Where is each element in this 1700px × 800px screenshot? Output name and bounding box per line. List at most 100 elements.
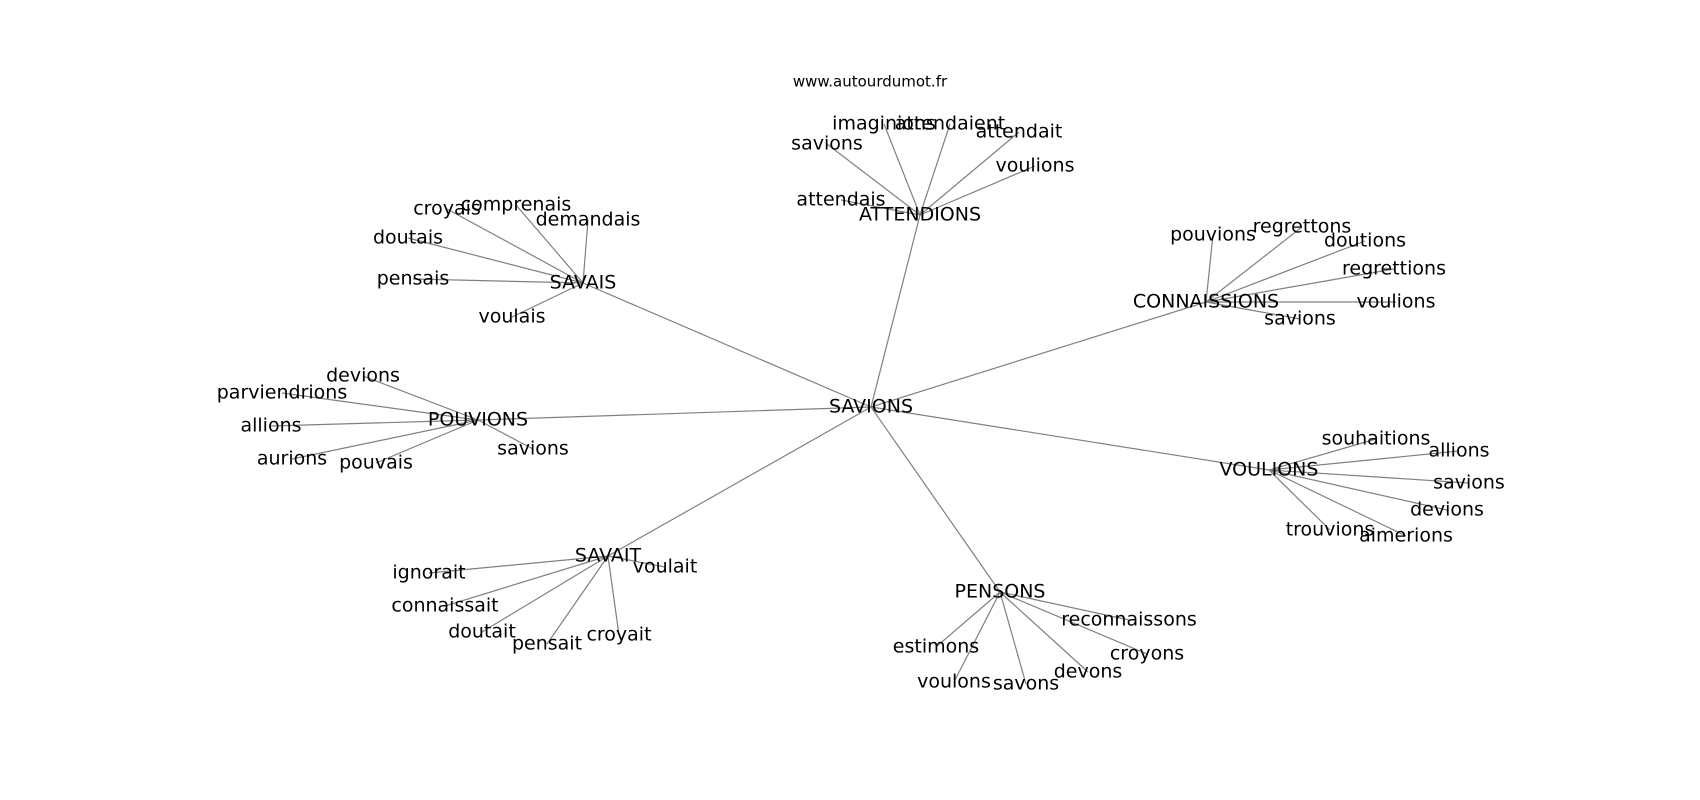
edge-hub-to-leaf <box>999 591 1089 673</box>
edge-hub-to-leaf <box>582 219 589 284</box>
edge-hub-to-leaf <box>281 392 479 421</box>
leaf-node-label: devions <box>326 365 400 387</box>
leaf-node-label: devions <box>1410 499 1484 521</box>
leaf-node-label: allions <box>240 415 301 437</box>
edge-hub-to-leaf <box>546 555 609 645</box>
leaf-node-label: pensait <box>512 633 582 655</box>
leaf-node-label: croyais <box>413 198 481 220</box>
leaf-node-label: imaginions <box>832 113 936 135</box>
edge-hub-to-leaf <box>270 419 479 427</box>
edge-hub-to-leaf <box>428 555 609 574</box>
leaf-node-label: estimons <box>893 636 979 658</box>
hub-node-label: CONNAISSIONS <box>1133 291 1279 313</box>
edge-hub-to-leaf <box>1205 226 1303 303</box>
edge-center-to-hub <box>870 214 921 408</box>
leaf-node-label: attendaient <box>895 113 1005 135</box>
edge-hub-to-leaf <box>883 123 921 216</box>
edge-center-to-hub <box>870 406 1270 471</box>
edge-hub-to-leaf <box>481 555 609 633</box>
edges-layer <box>270 123 1470 685</box>
leaf-node-label: savions <box>1264 308 1336 330</box>
edge-hub-to-leaf <box>1268 469 1448 511</box>
leaf-node-label: voulions <box>995 155 1074 177</box>
leaf-node-label: savions <box>497 438 569 460</box>
edge-hub-to-leaf <box>840 199 921 216</box>
edge-hub-to-leaf <box>935 591 1001 648</box>
leaf-node-label: attendais <box>796 189 885 211</box>
edge-hub-to-leaf <box>919 123 951 216</box>
edge-hub-to-leaf <box>1205 268 1395 303</box>
hub-node-label: POUVIONS <box>428 409 528 431</box>
leaf-node-label: demandais <box>536 209 641 231</box>
edge-hub-to-leaf <box>919 165 1036 216</box>
hub-node-label: PENSONS <box>955 581 1046 603</box>
leaf-node-label: regrettons <box>1253 216 1352 238</box>
leaf-node-label: ignorait <box>392 562 465 584</box>
leaf-node-label: aurions <box>257 448 327 470</box>
leaf-node-label: pouvions <box>1170 224 1256 246</box>
center-node-label: SAVIONS <box>829 396 913 418</box>
edge-hub-to-leaf <box>607 555 666 568</box>
leaf-node-label: regrettions <box>1342 258 1446 280</box>
leaf-node-label: voulait <box>633 556 698 578</box>
leaf-node-label: devons <box>1054 661 1123 683</box>
leaf-node-label: savions <box>791 133 863 155</box>
leaf-node-label: pensais <box>377 268 450 290</box>
leaf-node-label: voulions <box>1356 291 1435 313</box>
edge-hub-to-leaf <box>446 208 584 284</box>
leaf-node-label: attendait <box>976 121 1063 143</box>
leaf-node-label: comprenais <box>461 194 572 216</box>
leaf-node-label: reconnaissons <box>1061 609 1197 631</box>
edge-hub-to-leaf <box>1268 469 1331 531</box>
leaf-node-label: aimerions <box>1359 525 1453 547</box>
hub-node-label: ATTENDIONS <box>859 204 981 226</box>
leaf-node-label: pouvais <box>339 452 413 474</box>
leaf-node-label: trouvions <box>1286 519 1375 541</box>
labels-layer: SAVIONSATTENDIONSimaginionsattendaientat… <box>217 113 1505 695</box>
leaf-node-label: connaissait <box>391 595 498 617</box>
edge-hub-to-leaf <box>607 555 620 636</box>
leaf-node-label: doutions <box>1324 230 1406 252</box>
edge-hub-to-leaf <box>444 555 609 607</box>
leaf-node-label: voulais <box>478 306 545 328</box>
edge-hub-to-leaf <box>515 204 584 284</box>
edge-hub-to-leaf <box>407 237 584 284</box>
edge-hub-to-leaf <box>291 419 479 460</box>
leaf-node-label: souhaitions <box>1322 428 1431 450</box>
edge-center-to-hub <box>477 406 872 421</box>
edge-center-to-hub <box>870 406 1001 593</box>
edge-center-to-hub <box>870 301 1207 408</box>
leaf-node-label: savons <box>993 673 1059 695</box>
edge-hub-to-leaf <box>1205 301 1301 320</box>
edge-hub-to-leaf <box>826 143 921 216</box>
edge-hub-to-leaf <box>477 419 534 450</box>
edge-hub-to-leaf <box>1268 469 1470 484</box>
leaf-node-label: voulons <box>917 671 991 693</box>
hub-node-label: VOULIONS <box>1220 459 1319 481</box>
edge-hub-to-leaf <box>412 278 584 284</box>
hub-node-label: SAVAIT <box>575 545 642 567</box>
leaf-node-label: allions <box>1428 440 1489 462</box>
leaf-node-label: doutait <box>448 621 516 643</box>
leaf-node-label: savions <box>1433 472 1505 494</box>
leaf-node-label: parviendrions <box>217 382 348 404</box>
edge-center-to-hub <box>607 406 872 557</box>
edge-hub-to-leaf <box>999 591 1130 621</box>
edge-hub-to-leaf <box>511 282 584 318</box>
hub-node-label: SAVAIS <box>550 272 617 294</box>
edge-hub-to-leaf <box>1268 438 1377 471</box>
leaf-node-label: croyons <box>1110 643 1184 665</box>
edge-hub-to-leaf <box>1268 469 1407 537</box>
leaf-node-label: doutais <box>373 227 443 249</box>
edge-hub-to-leaf <box>919 131 1020 216</box>
edge-hub-to-leaf <box>1205 234 1214 303</box>
edge-hub-to-leaf <box>953 591 1001 683</box>
edge-hub-to-leaf <box>1268 450 1460 471</box>
edge-hub-to-leaf <box>999 591 1148 655</box>
edge-hub-to-leaf <box>1205 240 1366 303</box>
leaf-node-label: croyait <box>586 624 651 646</box>
edge-hub-to-leaf <box>362 375 479 421</box>
edge-hub-to-leaf <box>999 591 1027 685</box>
site-credit: www.autourdumot.fr <box>793 73 948 91</box>
